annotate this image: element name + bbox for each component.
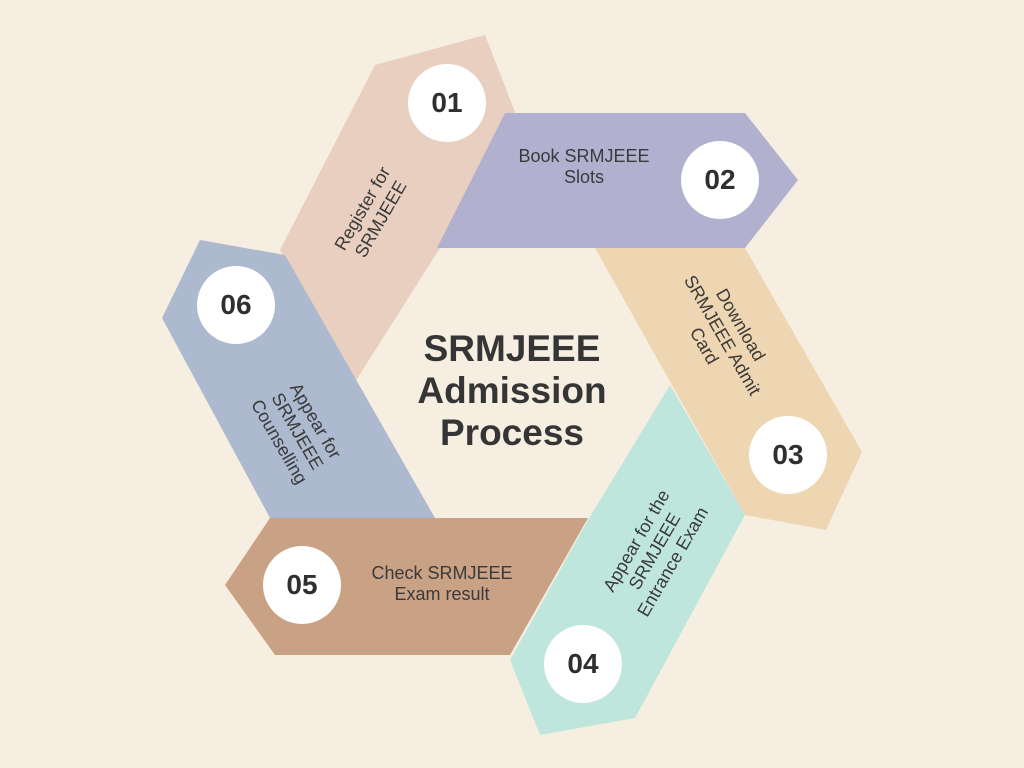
step-02-label: Book SRMJEEE Slots xyxy=(518,146,650,187)
step-01-number: 01 xyxy=(408,64,486,142)
step-03-number: 03 xyxy=(749,416,827,494)
step-05-label: Check SRMJEEE Exam result xyxy=(371,563,513,604)
step-05-number: 05 xyxy=(263,546,341,624)
diagram-title: SRMJEEE Admission Process xyxy=(417,328,607,453)
step-02-number: 02 xyxy=(681,141,759,219)
step-04-number: 04 xyxy=(544,625,622,703)
step-06-number: 06 xyxy=(197,266,275,344)
